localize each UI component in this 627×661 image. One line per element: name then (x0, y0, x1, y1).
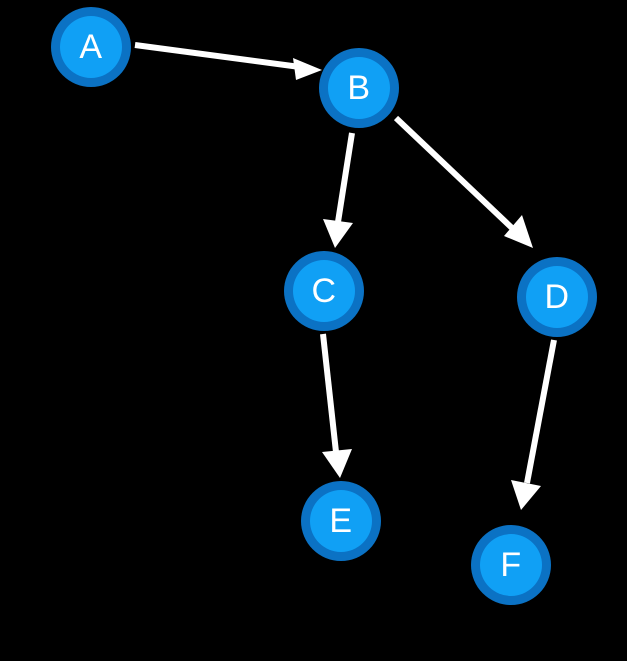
edge-b-to-c[interactable] (323, 132, 355, 248)
graph-node-f-label: F (500, 546, 521, 584)
graph-node-c-fill (293, 260, 355, 322)
graph-node-d-fill (526, 266, 588, 328)
edge-b-to-c-line (335, 132, 355, 223)
graph-node-e[interactable]: E (301, 481, 381, 561)
graph-node-b[interactable]: B (319, 48, 399, 128)
edge-d-to-f-arrowhead (511, 480, 541, 510)
edge-d-to-f-line (524, 339, 557, 484)
graph-node-e-fill (310, 490, 372, 552)
graph-node-c-label: C (311, 272, 336, 310)
edge-a-to-b-line (134, 42, 301, 70)
edge-c-to-e-arrowhead (322, 449, 352, 478)
edge-b-to-d-arrowhead (504, 215, 533, 248)
edge-a-to-b-arrowhead (293, 58, 322, 80)
edge-c-to-e[interactable] (320, 333, 352, 478)
graph-node-b-label: B (347, 69, 370, 107)
edge-a-to-b[interactable] (134, 42, 322, 80)
edge-c-to-e-line (320, 333, 339, 453)
graph-node-a-label: A (79, 28, 102, 66)
edge-d-to-f[interactable] (511, 339, 557, 510)
edges-layer (134, 42, 557, 510)
graph-node-a[interactable]: A (51, 7, 131, 87)
graph-node-f-fill (480, 534, 542, 596)
graph-node-c[interactable]: C (284, 251, 364, 331)
graph-node-b-fill (328, 57, 390, 119)
graph-node-f[interactable]: F (471, 525, 551, 605)
nodes-layer: A B C D E (51, 7, 597, 605)
graph-node-d-label: D (544, 278, 569, 316)
edge-b-to-c-arrowhead (323, 219, 353, 248)
edge-b-to-d[interactable] (393, 115, 533, 248)
graph-node-d[interactable]: D (517, 257, 597, 337)
graph-node-e-label: E (329, 502, 352, 540)
edge-b-to-d-line (393, 115, 515, 231)
graph-node-a-fill (60, 16, 122, 78)
